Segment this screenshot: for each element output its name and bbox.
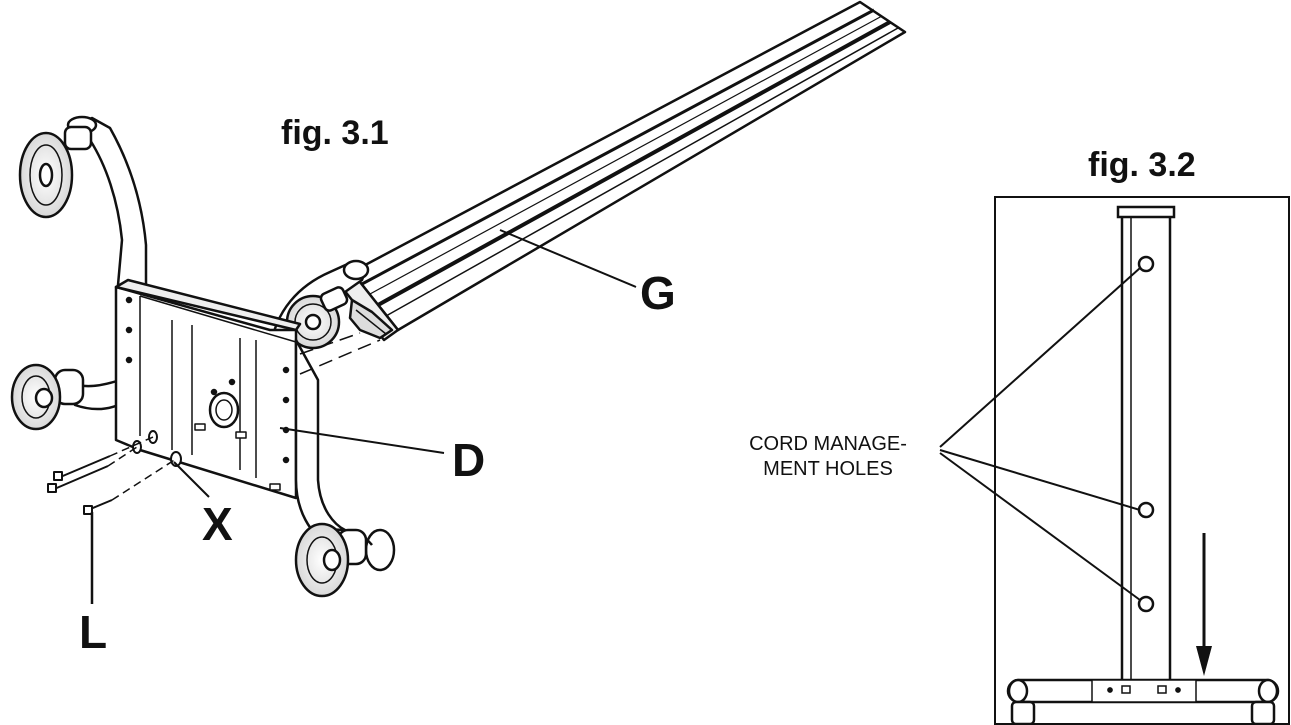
cord-hole-middle bbox=[1137, 501, 1155, 519]
fig31-drawing bbox=[10, 0, 907, 604]
leader-d bbox=[279, 427, 445, 454]
cord-management-callout: CORD MANAGE- MENT HOLES bbox=[718, 432, 938, 482]
part-label-l: L bbox=[79, 606, 108, 658]
fig32-drawing bbox=[939, 196, 1290, 725]
leg-back-left bbox=[18, 115, 148, 292]
leg-front-right-lower bbox=[294, 338, 396, 598]
cord-hole-bottom bbox=[1137, 595, 1155, 613]
part-label-d: D bbox=[452, 434, 486, 486]
callout-line-2: MENT HOLES bbox=[763, 458, 893, 480]
down-arrow-head bbox=[1196, 646, 1212, 676]
part-label-x: X bbox=[202, 498, 233, 550]
caster-left-middle bbox=[10, 363, 130, 431]
fig-3-1-title: fig. 3.1 bbox=[281, 114, 389, 152]
callout-line-1: CORD MANAGE- bbox=[749, 433, 907, 455]
base-plate bbox=[114, 278, 302, 500]
rail-g bbox=[342, 0, 907, 342]
leader-x bbox=[173, 461, 210, 498]
fig-3-2-title: fig. 3.2 bbox=[1088, 146, 1196, 184]
leader-g bbox=[499, 229, 637, 288]
cord-hole-top bbox=[1137, 255, 1155, 273]
hardware-bolts bbox=[47, 332, 381, 515]
part-label-g: G bbox=[640, 267, 676, 319]
